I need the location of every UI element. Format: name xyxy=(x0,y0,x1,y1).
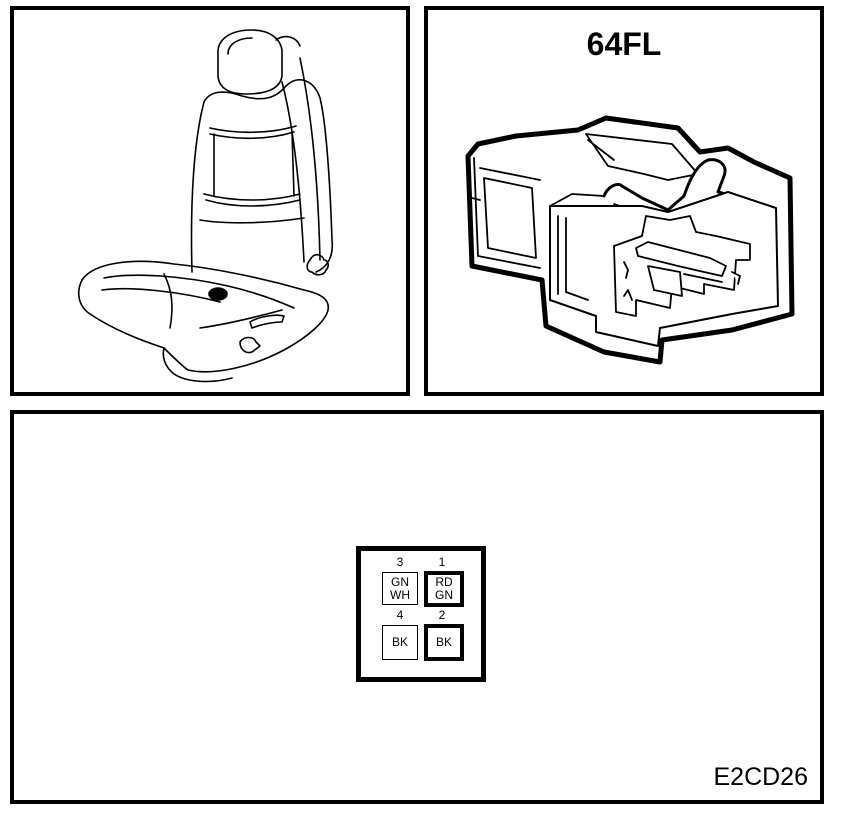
connector-illustration xyxy=(465,115,795,365)
seat-illustration xyxy=(77,29,334,383)
pin-4-wire-color: BK xyxy=(382,625,418,660)
figure-code-label: E2CD26 xyxy=(713,763,809,791)
pin-4-color-1: BK xyxy=(391,635,408,649)
pin-2-wire-color: BK xyxy=(424,624,464,661)
pin-1-wire-color: RD GN xyxy=(424,571,464,607)
pin-number-2: 2 xyxy=(438,608,446,622)
pin-1-color-1: RD xyxy=(435,575,453,589)
pinout-panel: 3 GN WH 1 RD GN 4 BK 2 BK E2CD26 xyxy=(10,410,824,804)
pin-2-color-1: BK xyxy=(435,635,452,649)
pin-number-1: 1 xyxy=(438,555,446,569)
seat-location-panel xyxy=(10,6,410,396)
pin-3-wire-color: GN WH xyxy=(382,572,418,605)
pin-number-3: 3 xyxy=(396,555,404,569)
pin-1-color-2: GN xyxy=(435,588,453,602)
pin-3-color-1: GN xyxy=(391,574,409,589)
pin-3-color-2: WH xyxy=(390,587,410,602)
pin-number-4: 4 xyxy=(396,608,404,622)
connector-face-pinout: 3 GN WH 1 RD GN 4 BK 2 BK xyxy=(356,546,486,682)
connector-id-label: 64FL xyxy=(586,26,662,62)
connector-view-panel: 64FL xyxy=(424,6,824,396)
